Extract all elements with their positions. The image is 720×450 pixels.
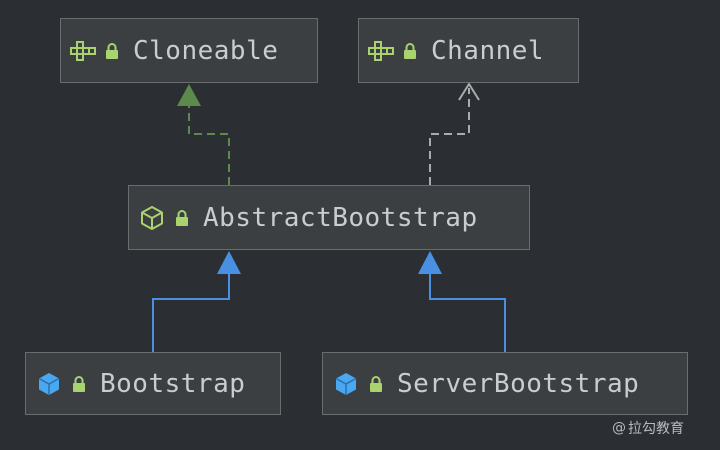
interface-icon [69,40,99,62]
interface-icon [367,40,397,62]
watermark-text: 拉勾教育 [628,421,684,437]
node-bootstrap[interactable]: Bootstrap [25,352,281,415]
lock-icon [72,375,86,393]
node-abstract-bootstrap[interactable]: AbstractBootstrap [128,185,530,250]
watermark: @ 拉勾教育 [612,415,684,441]
node-channel[interactable]: Channel [358,18,579,83]
lock-icon [403,42,417,60]
node-label: AbstractBootstrap [203,202,478,233]
node-cloneable[interactable]: Cloneable [60,18,318,83]
node-server-bootstrap[interactable]: ServerBootstrap [322,352,688,415]
node-label: ServerBootstrap [397,368,640,399]
watermark-at-symbol: @ [612,420,626,436]
class-icon [36,371,62,397]
node-label: Channel [431,35,545,66]
edge-abstractbootstrap-implements-channel [429,82,480,185]
lock-icon [175,209,189,227]
edge-bootstrap-extends-abstractbootstrap [152,251,241,352]
node-label: Cloneable [133,35,279,66]
edge-abstractbootstrap-implements-cloneable [177,84,230,185]
lock-icon [105,42,119,60]
class-icon [333,371,359,397]
edge-serverbootstrap-extends-abstractbootstrap [418,251,506,352]
lock-icon [369,375,383,393]
abstract-class-icon [139,205,165,231]
node-label: Bootstrap [100,368,246,399]
